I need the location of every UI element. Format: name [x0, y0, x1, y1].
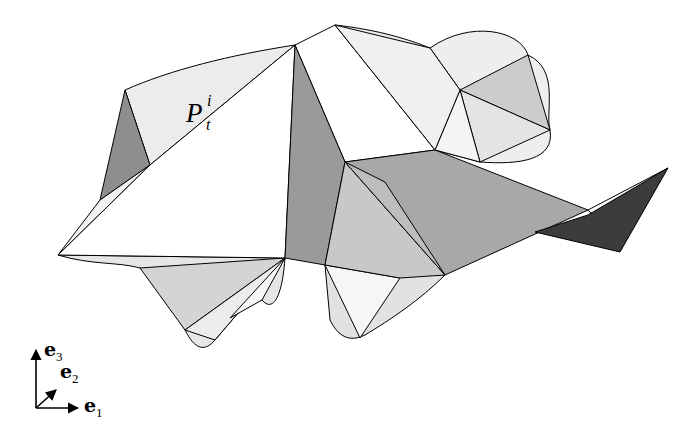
- face-symbol: P: [186, 100, 203, 127]
- axis-symbol: e: [84, 396, 96, 415]
- face-superscript: i: [207, 93, 211, 109]
- axis-index: 1: [96, 406, 103, 419]
- axis-index: 2: [72, 372, 79, 385]
- axis-symbol: e: [60, 362, 72, 381]
- axis-symbol: e: [44, 340, 56, 359]
- face-subscript: t: [206, 117, 210, 133]
